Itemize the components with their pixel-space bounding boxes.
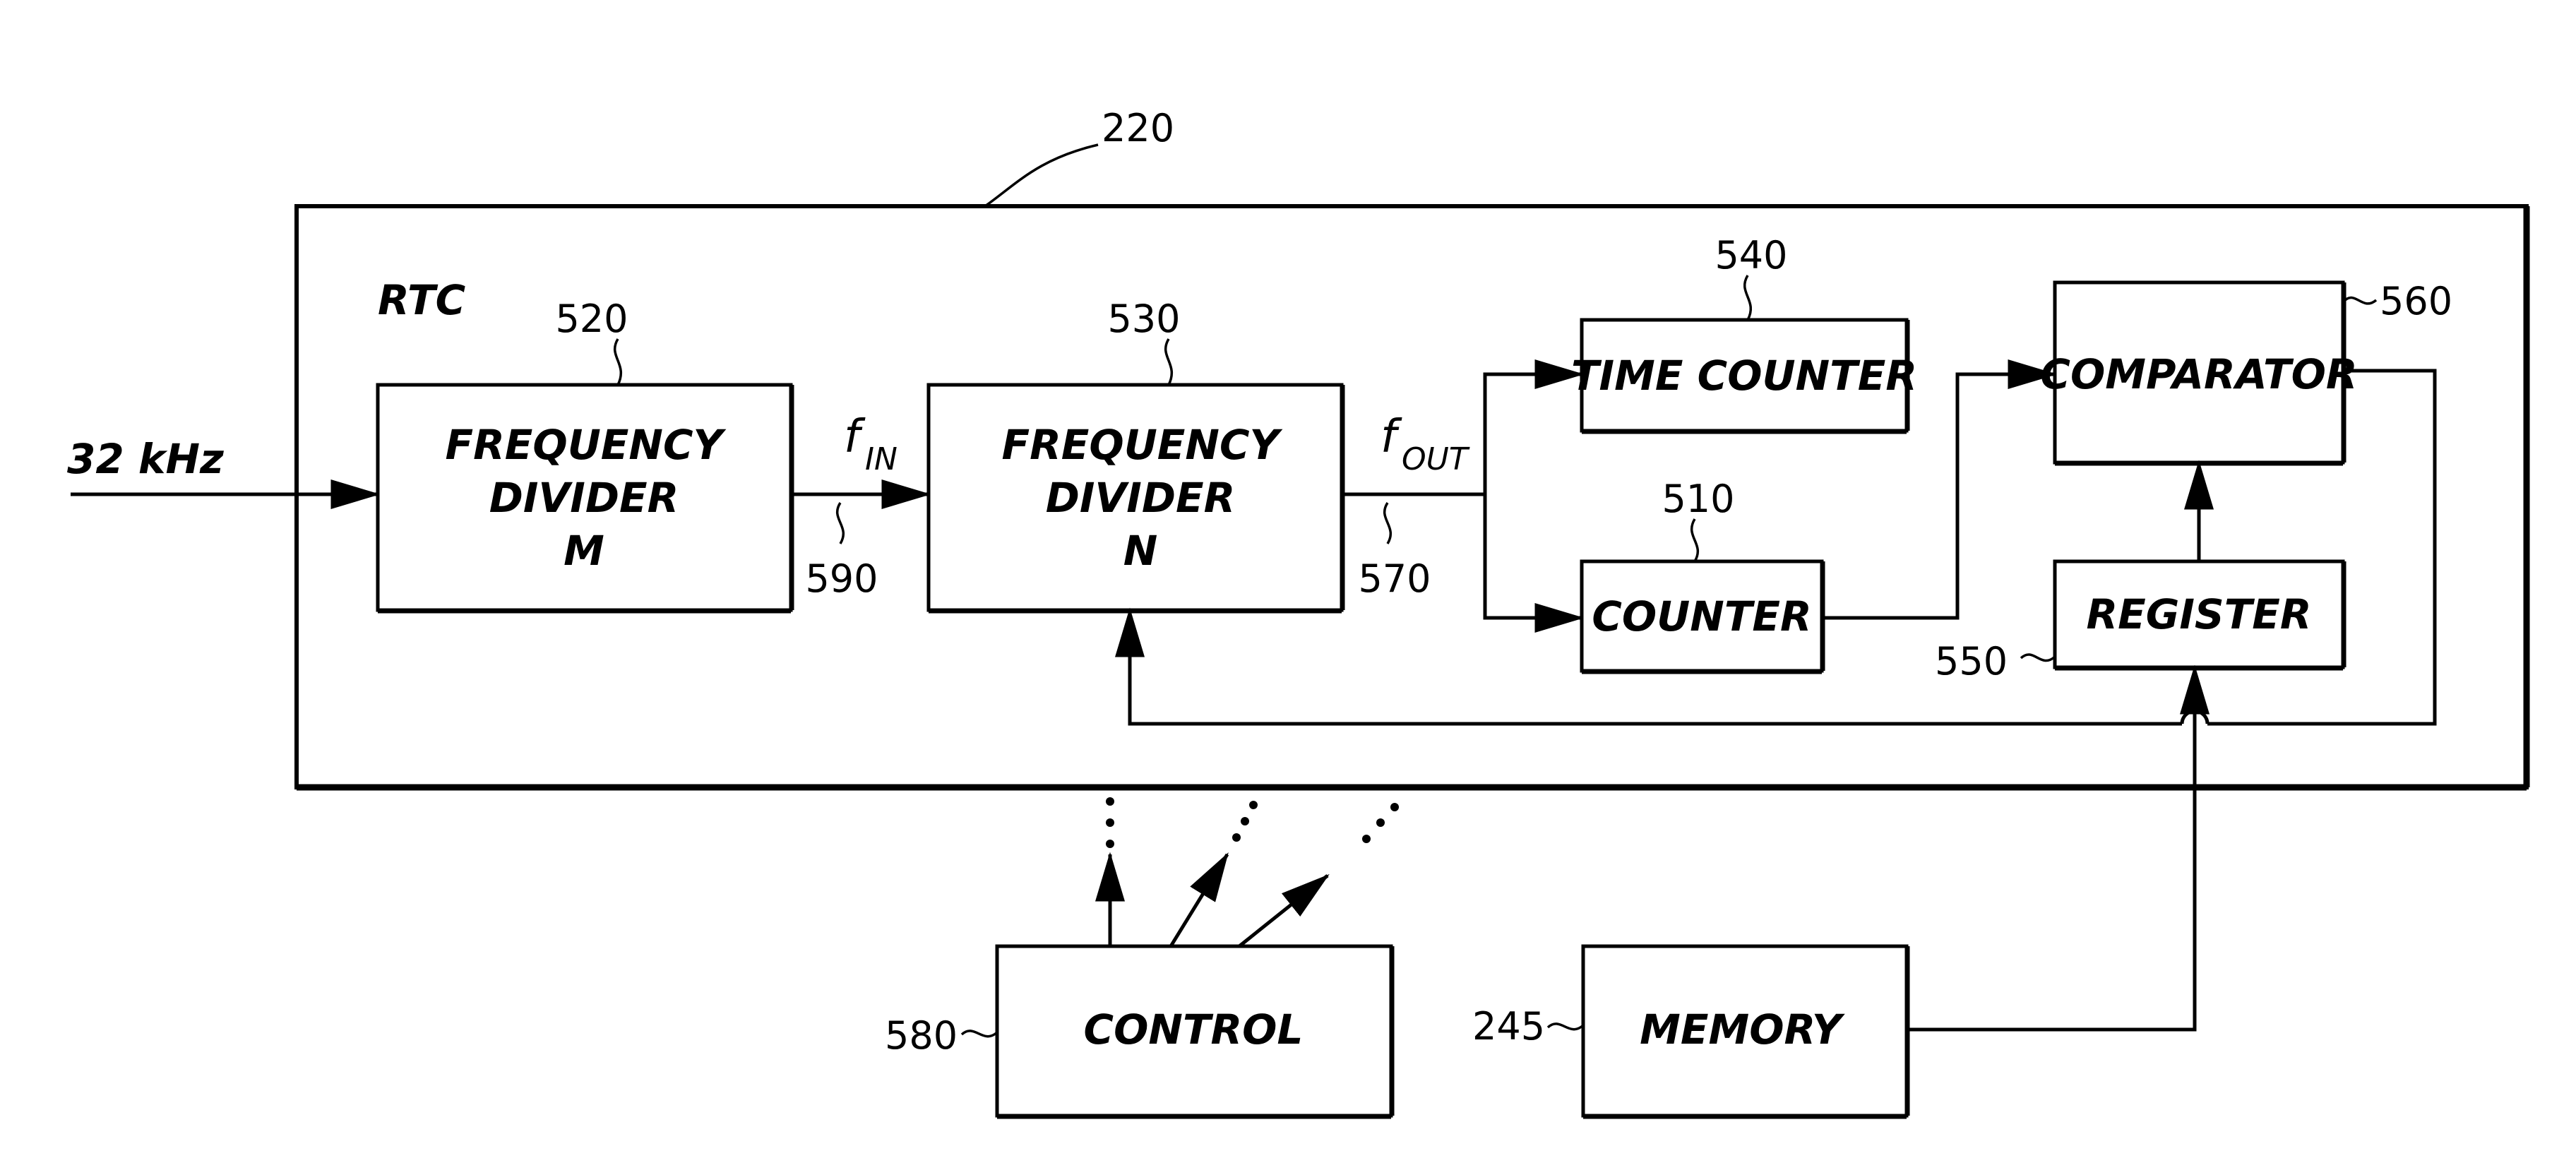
freq-divider-m-line2: DIVIDER: [489, 474, 679, 522]
memory-ref: 245: [1472, 1004, 1545, 1049]
freq-divider-m-line3: M: [564, 527, 604, 575]
register-ref: 550: [1935, 639, 2008, 684]
f-in-leader: [837, 503, 844, 544]
comparator-block: COMPARATOR: [2040, 282, 2357, 463]
input-label: 32 kHz: [67, 435, 224, 483]
time-counter-ref: 540: [1715, 233, 1787, 278]
frequency-divider-m-block: FREQUENCY DIVIDER M: [378, 385, 791, 610]
counter-feed-wire: [1485, 494, 1582, 618]
memory-to-register-wire: [1907, 667, 2195, 1030]
freq-divider-m-leader: [615, 339, 621, 385]
f-out-subscript: OUT: [1402, 441, 1470, 477]
memory-label: MEMORY: [1640, 1006, 1845, 1054]
control-ref: 580: [885, 1013, 958, 1058]
freq-divider-n-line3: N: [1123, 527, 1158, 575]
comparator-label: COMPARATOR: [2040, 350, 2357, 398]
memory-block: MEMORY: [1583, 946, 1907, 1116]
control-label: CONTROL: [1084, 1006, 1304, 1054]
counter-label: COUNTER: [1592, 592, 1811, 640]
freq-divider-n-line1: FREQUENCY: [1001, 421, 1282, 469]
freq-divider-n-ref: 530: [1107, 297, 1180, 341]
memory-leader: [1548, 1024, 1583, 1030]
control-leader: [962, 1031, 997, 1037]
f-in-subscript: IN: [865, 441, 898, 477]
control-output-arrows: [1106, 797, 1399, 946]
control-block: CONTROL: [997, 946, 1391, 1116]
comparator-leader: [2343, 297, 2376, 303]
counter-leader: [1692, 519, 1698, 561]
comparator-ref: 560: [2380, 279, 2452, 323]
rtc-leader: [985, 145, 1098, 206]
time-counter-leader: [1745, 275, 1751, 320]
time-counter-block: TIME COUNTER: [1571, 320, 1917, 431]
rtc-label: RTC: [378, 276, 465, 324]
register-leader: [2021, 655, 2055, 661]
freq-divider-m-ref: 520: [555, 297, 628, 341]
counter-ref: 510: [1662, 477, 1734, 521]
f-out-label: f: [1381, 411, 1402, 463]
counter-block: COUNTER: [1582, 561, 1822, 671]
freq-divider-n-leader: [1166, 339, 1172, 385]
time-counter-feed-wire: [1485, 374, 1582, 494]
time-counter-label: TIME COUNTER: [1571, 352, 1917, 400]
f-in-label: f: [844, 411, 866, 463]
register-label: REGISTER: [2086, 590, 2311, 638]
frequency-divider-n-block: FREQUENCY DIVIDER N: [929, 385, 1342, 610]
f-out-ref: 570: [1358, 556, 1431, 601]
f-out-leader: [1385, 503, 1391, 544]
f-in-ref: 590: [805, 556, 878, 601]
freq-divider-n-line2: DIVIDER: [1046, 474, 1236, 522]
register-block: REGISTER: [2055, 561, 2343, 667]
rtc-ref: 220: [1102, 106, 1174, 150]
freq-divider-m-line1: FREQUENCY: [445, 421, 726, 469]
